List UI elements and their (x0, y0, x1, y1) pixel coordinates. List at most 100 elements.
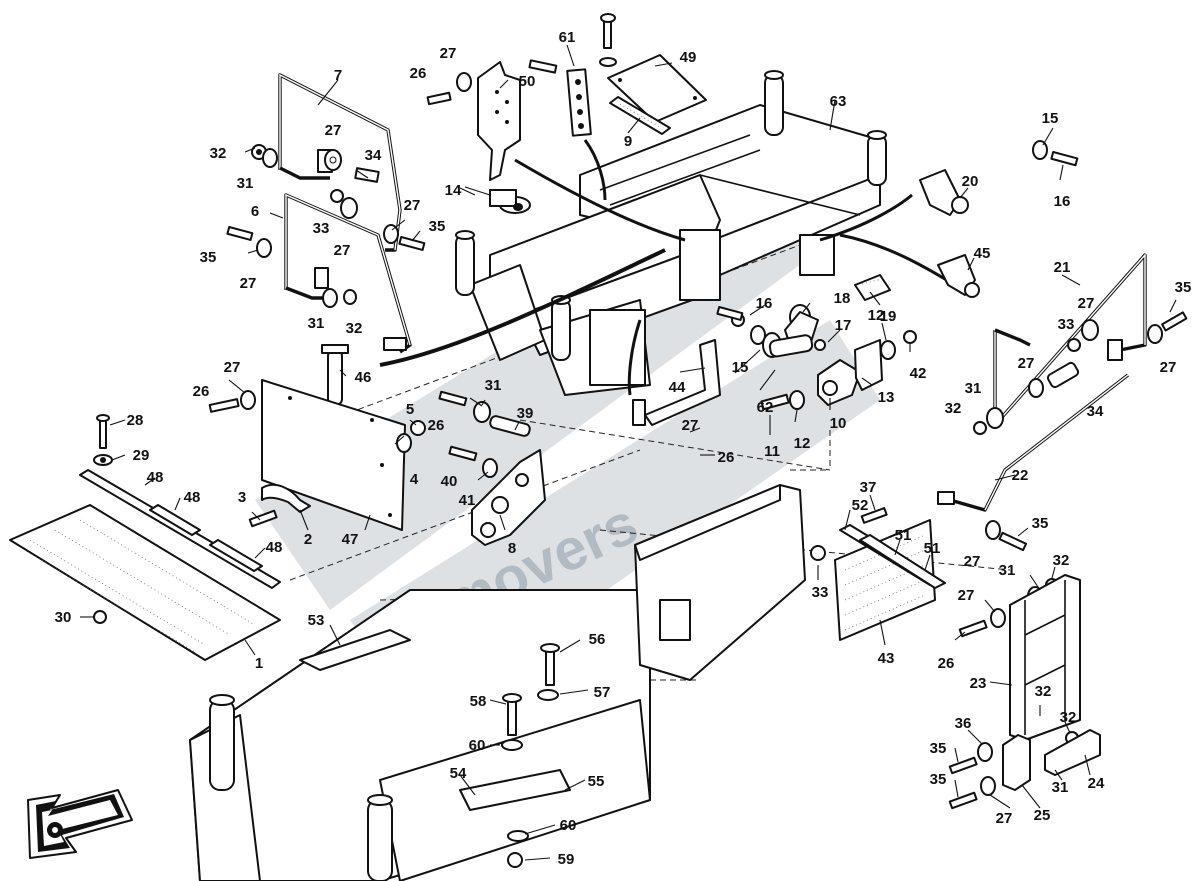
bracket-24 (1044, 729, 1101, 776)
callout-33: 33 (1058, 316, 1075, 333)
callout-31: 31 (485, 377, 502, 394)
callout-11: 11 (764, 443, 780, 460)
callout-25: 25 (1034, 807, 1051, 824)
callout-13: 13 (878, 389, 895, 406)
cover-plate-49 (599, 13, 707, 123)
callout-35: 35 (1032, 515, 1049, 532)
callout-15: 15 (732, 359, 749, 376)
callout-47: 47 (342, 531, 359, 548)
callout-48: 48 (184, 489, 201, 506)
counterweight-block (634, 484, 806, 681)
callout-31: 31 (999, 562, 1016, 579)
callout-27: 27 (440, 45, 457, 62)
terminal-block-61 (528, 59, 592, 137)
callout-8: 8 (508, 540, 516, 557)
callout-45: 45 (974, 245, 991, 262)
main-frame-63 (455, 70, 887, 396)
callout-16: 16 (1054, 193, 1071, 210)
callout-35: 35 (930, 740, 947, 757)
callout-63: 63 (830, 93, 847, 110)
callout-44: 44 (669, 379, 686, 396)
callout-54: 54 (450, 765, 467, 782)
callout-14: 14 (445, 182, 462, 199)
callout-5: 5 (406, 401, 414, 418)
callout-22: 22 (1012, 467, 1029, 484)
callout-58: 58 (470, 693, 487, 710)
callout-4: 4 (410, 471, 419, 488)
callout-27: 27 (958, 587, 975, 604)
bolt-28 (93, 414, 113, 624)
callout-37: 37 (860, 479, 877, 496)
ladder-23 (1009, 574, 1081, 741)
callout-27: 27 (996, 810, 1013, 827)
callout-27: 27 (1160, 359, 1177, 376)
mount-plate-8 (471, 449, 546, 546)
strip-9 (609, 96, 671, 135)
callout-19: 19 (880, 308, 897, 325)
callout-61: 61 (559, 29, 576, 46)
handrail-22 (937, 373, 1130, 512)
callout-16: 16 (756, 295, 773, 312)
callout-27: 27 (224, 359, 241, 376)
callout-34: 34 (365, 147, 382, 164)
callout-35: 35 (930, 771, 947, 788)
platform-1 (9, 504, 281, 661)
callout-35: 35 (429, 218, 446, 235)
mid-left-hardware (208, 390, 531, 528)
callout-32: 32 (945, 400, 962, 417)
callout-9: 9 (624, 133, 632, 150)
callout-21: 21 (1054, 259, 1071, 276)
plate-47 (261, 379, 406, 531)
callout-31: 31 (965, 380, 982, 397)
pin-46 (321, 344, 349, 406)
callout-20: 20 (962, 173, 979, 190)
callout-41: 41 (459, 492, 476, 509)
callout-27: 27 (325, 122, 342, 139)
direction-arrow-icon (27, 789, 133, 859)
callout-26: 26 (410, 65, 427, 82)
callout-labels: 7 27 26 50 61 49 9 63 27 32 31 34 14 6 3… (55, 29, 1192, 868)
callout-10: 10 (830, 415, 847, 432)
callout-62: 62 (757, 399, 774, 416)
callout-26: 26 (718, 449, 735, 466)
callout-26: 26 (938, 655, 955, 672)
callout-12: 12 (868, 307, 885, 324)
callout-27: 27 (334, 242, 351, 259)
callout-31: 31 (308, 315, 325, 332)
callout-32: 32 (210, 145, 227, 162)
callout-32: 32 (346, 320, 363, 337)
callout-52: 52 (852, 497, 869, 514)
handrail-bracket-7 (278, 73, 402, 252)
callout-12: 12 (794, 435, 811, 452)
callout-42: 42 (910, 365, 927, 382)
callout-59: 59 (558, 851, 575, 868)
center-hardware (632, 274, 917, 426)
callout-50: 50 (519, 73, 536, 90)
callout-46: 46 (355, 369, 372, 386)
callout-53: 53 (308, 612, 325, 629)
callout-6: 6 (251, 203, 259, 220)
callout-27: 27 (1018, 355, 1035, 372)
callout-27: 27 (964, 553, 981, 570)
callout-31: 31 (237, 175, 254, 192)
bushing-14 (489, 189, 531, 214)
callout-17: 17 (835, 317, 852, 334)
callout-32: 32 (1060, 709, 1077, 726)
strips-51-52 (810, 507, 946, 589)
callout-43: 43 (878, 650, 895, 667)
callout-60: 60 (469, 737, 486, 754)
callout-27: 27 (682, 417, 699, 434)
callout-35: 35 (200, 249, 217, 266)
callout-29: 29 (133, 447, 150, 464)
callout-39: 39 (517, 405, 534, 422)
callout-57: 57 (594, 684, 611, 701)
callout-31: 31 (1052, 779, 1069, 796)
callout-55: 55 (588, 773, 605, 790)
strip-48 (79, 469, 281, 589)
callout-27: 27 (240, 275, 257, 292)
callout-56: 56 (589, 631, 606, 648)
callout-7: 7 (334, 67, 342, 84)
callout-30: 30 (55, 609, 72, 626)
callout-32: 32 (1035, 683, 1052, 700)
callout-33: 33 (812, 584, 829, 601)
